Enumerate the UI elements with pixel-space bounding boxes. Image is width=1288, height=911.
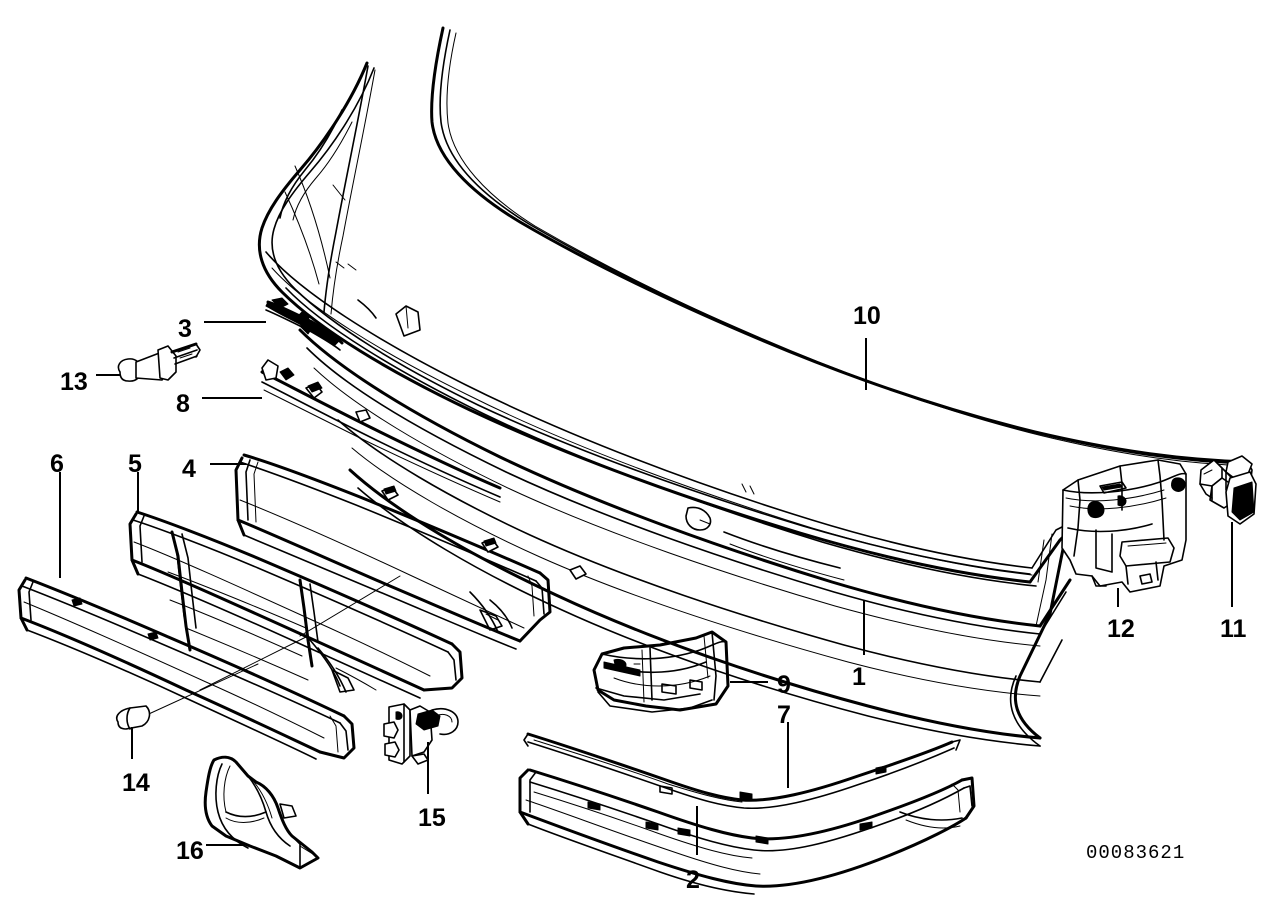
part-1-bumper-cover-front bbox=[257, 61, 1072, 747]
callout-number-7: 7 bbox=[777, 701, 791, 729]
callout-leaders bbox=[59, 321, 1233, 855]
diagram-id-code: 00083621 bbox=[1086, 842, 1186, 864]
callout-number-1: 1 bbox=[852, 663, 866, 691]
callout-number-12: 12 bbox=[1107, 615, 1135, 643]
part-14-plug-rivet bbox=[115, 705, 151, 730]
callout-number-10: 10 bbox=[853, 302, 881, 330]
callout-number-4: 4 bbox=[182, 455, 196, 483]
callout-number-8: 8 bbox=[176, 390, 190, 418]
part-13-screw-fastener bbox=[117, 342, 201, 382]
part-4-impact-bar-upper bbox=[234, 453, 587, 650]
part-2-lower-valance-spoiler bbox=[518, 768, 976, 895]
callout-number-13: 13 bbox=[60, 368, 88, 396]
callout-number-6: 6 bbox=[50, 450, 64, 478]
part-3-trim-strip-short bbox=[265, 297, 344, 351]
part-10-molding-strip-upper bbox=[430, 26, 1253, 479]
callout-number-3: 3 bbox=[178, 315, 192, 343]
leader-internal-b bbox=[299, 575, 401, 637]
leader-14-to-part bbox=[139, 663, 259, 719]
callout-number-2: 2 bbox=[686, 866, 700, 894]
part-8-trim-strip-long bbox=[260, 359, 502, 503]
callout-number-14: 14 bbox=[122, 769, 150, 797]
callout-number-11: 11 bbox=[1220, 615, 1247, 643]
callout-number-16: 16 bbox=[176, 837, 204, 865]
part-6-impact-bar-lower bbox=[17, 576, 356, 760]
callout-number-5: 5 bbox=[128, 450, 142, 478]
part-15-side-bracket bbox=[383, 703, 459, 765]
part-11-retaining-clip bbox=[1199, 455, 1257, 525]
callout-number-9: 9 bbox=[777, 671, 791, 699]
part-12-mounting-bracket bbox=[1061, 459, 1187, 593]
part-16-corner-end-cap bbox=[203, 755, 320, 870]
part-7-molding-strip-lower bbox=[523, 732, 961, 810]
part-9-energy-absorber-block bbox=[592, 630, 730, 713]
callout-number-15: 15 bbox=[418, 804, 446, 832]
leader-internal-a bbox=[199, 635, 309, 691]
